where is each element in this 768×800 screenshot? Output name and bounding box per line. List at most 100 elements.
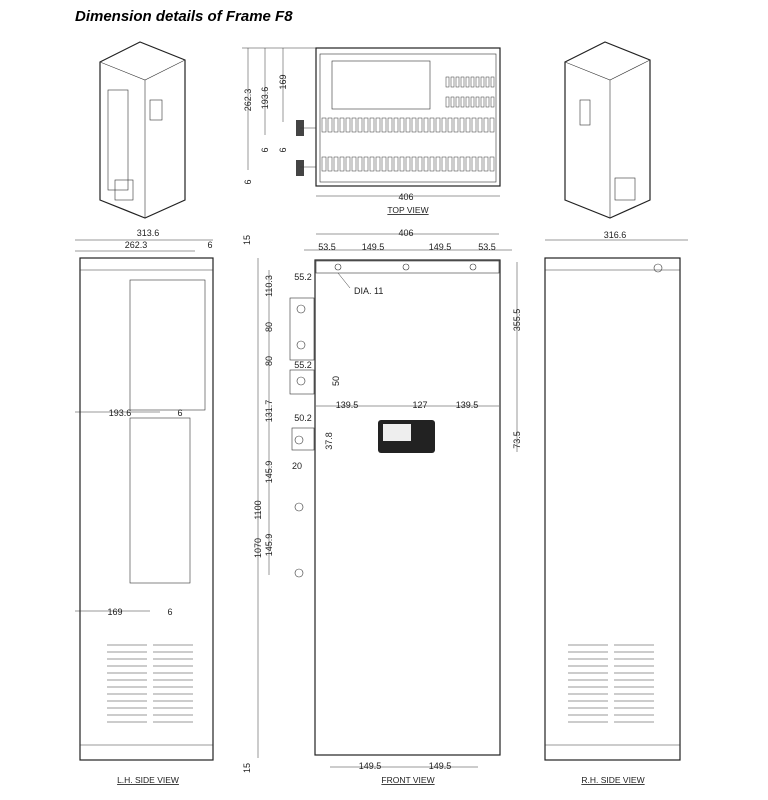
vent-slot: [460, 76, 465, 88]
dim-front-foot-pitch2: 149.5: [429, 761, 452, 771]
vent-slot: [441, 117, 447, 133]
vent-slot: [455, 96, 460, 108]
vent-slot: [445, 76, 450, 88]
vent-slot: [475, 96, 480, 108]
rh-side-view: 316.6 R.H. SIDE VIEW: [544, 230, 688, 785]
dim-front-bus-top: 110.3: [264, 275, 274, 297]
dim-front-bus-w3: 50.2: [294, 413, 312, 423]
vent-slot: [357, 156, 363, 172]
vent-slot: [477, 156, 483, 172]
vent-slot: [417, 156, 423, 172]
vent-slot: [460, 96, 465, 108]
page-title: Dimension details of Frame F8: [75, 8, 293, 25]
vent-slot: [423, 117, 429, 133]
top-view: 262.3 193.6 169 6 6 6 406 TOP VIEW: [242, 47, 501, 215]
dim-front-disp-left: 139.5: [336, 400, 359, 410]
vent-slot: [465, 117, 471, 133]
vent-slot: [485, 96, 490, 108]
vent-slot: [417, 117, 423, 133]
vent-slot: [480, 96, 485, 108]
vent-slot: [387, 117, 393, 133]
vent-slot: [363, 117, 369, 133]
vent-slot: [490, 96, 495, 108]
vent-slot: [441, 156, 447, 172]
isometric-view-right: [564, 41, 651, 219]
vent-slot: [423, 156, 429, 172]
dim-front-bus-gap: 131.7: [264, 400, 274, 423]
dim-front-bottom-margin: 15: [242, 763, 252, 773]
dim-front-disp-width: 127: [412, 400, 427, 410]
vent-slot: [459, 156, 465, 172]
dim-front-hole-edge-left: 53.5: [318, 242, 336, 252]
dim-lh-mid-gap: 6: [177, 408, 182, 418]
label-top-view: TOP VIEW: [387, 205, 428, 215]
vent-slot: [429, 117, 435, 133]
vent-slot: [435, 156, 441, 172]
vent-slot: [470, 76, 475, 88]
vent-slot: [465, 156, 471, 172]
vent-slot: [485, 76, 490, 88]
dim-front-disp-right: 139.5: [456, 400, 479, 410]
dim-top-169: 169: [278, 74, 288, 89]
front-view: 15 406 53.5 149.5 149.5 53.5 DIA. 11 55.…: [242, 228, 522, 785]
lh-side-view: 313.6 262.3 6 193.6 6 169 6 L.H. SIDE VI…: [75, 228, 214, 785]
vent-slot: [357, 117, 363, 133]
vent-slot: [465, 76, 470, 88]
dim-lh-overall: 313.6: [137, 228, 160, 238]
dim-top-gap-b: 6: [278, 147, 288, 152]
vent-slot: [445, 96, 450, 108]
vent-slot: [453, 117, 459, 133]
vent-slot: [475, 76, 480, 88]
vent-slot: [447, 117, 453, 133]
vent-slot: [375, 117, 381, 133]
dim-front-top-margin: 15: [242, 235, 252, 245]
dim-lh-lower: 169: [107, 607, 122, 617]
vent-slot: [393, 156, 399, 172]
vent-slot: [351, 156, 357, 172]
vent-slot: [429, 156, 435, 172]
vent-slot: [327, 117, 333, 133]
dim-front-height-inner: 1070: [253, 538, 263, 558]
dim-top-width: 406: [398, 192, 413, 202]
vent-slot: [375, 156, 381, 172]
vent-slot: [351, 117, 357, 133]
vent-slot: [393, 117, 399, 133]
dim-lh-upper: 262.3: [125, 240, 148, 250]
dim-front-bus-w2: 55.2: [294, 360, 312, 370]
dim-front-disp-top: 355.5: [512, 309, 522, 332]
vent-slot: [470, 96, 475, 108]
dim-front-disp-height: 73.5: [512, 431, 522, 449]
vent-slot: [321, 156, 327, 172]
vent-slot: [455, 76, 460, 88]
vent-slot: [459, 117, 465, 133]
vent-slot: [405, 156, 411, 172]
dim-lh-mid: 193.6: [109, 408, 132, 418]
dim-front-bus-offset: 20: [292, 461, 302, 471]
vent-slot: [345, 117, 351, 133]
dim-top-gap-a: 6: [260, 147, 270, 152]
isometric-view-left: [99, 41, 186, 219]
vent-slot: [453, 156, 459, 172]
dim-front-width: 406: [398, 228, 413, 238]
vent-slot: [490, 76, 495, 88]
vent-slot: [387, 156, 393, 172]
label-front-view: FRONT VIEW: [381, 775, 434, 785]
vent-slot: [327, 156, 333, 172]
dim-front-hole-pitch-2: 149.5: [429, 242, 452, 252]
vent-slot: [465, 96, 470, 108]
vent-slot: [363, 156, 369, 172]
vent-slot: [435, 117, 441, 133]
dim-front-bus-pitch3: 145.9: [264, 461, 274, 484]
vent-slot: [480, 76, 485, 88]
dim-front-bus-h2: 50: [331, 376, 341, 386]
vent-slot: [411, 117, 417, 133]
vent-slot: [333, 156, 339, 172]
vent-slot: [450, 76, 455, 88]
vent-slot: [483, 117, 489, 133]
vent-slot: [339, 117, 345, 133]
dim-lh-lower-gap: 6: [167, 607, 172, 617]
vent-slot: [333, 117, 339, 133]
vent-slot: [483, 156, 489, 172]
dim-top-gap-c: 6: [243, 179, 253, 184]
